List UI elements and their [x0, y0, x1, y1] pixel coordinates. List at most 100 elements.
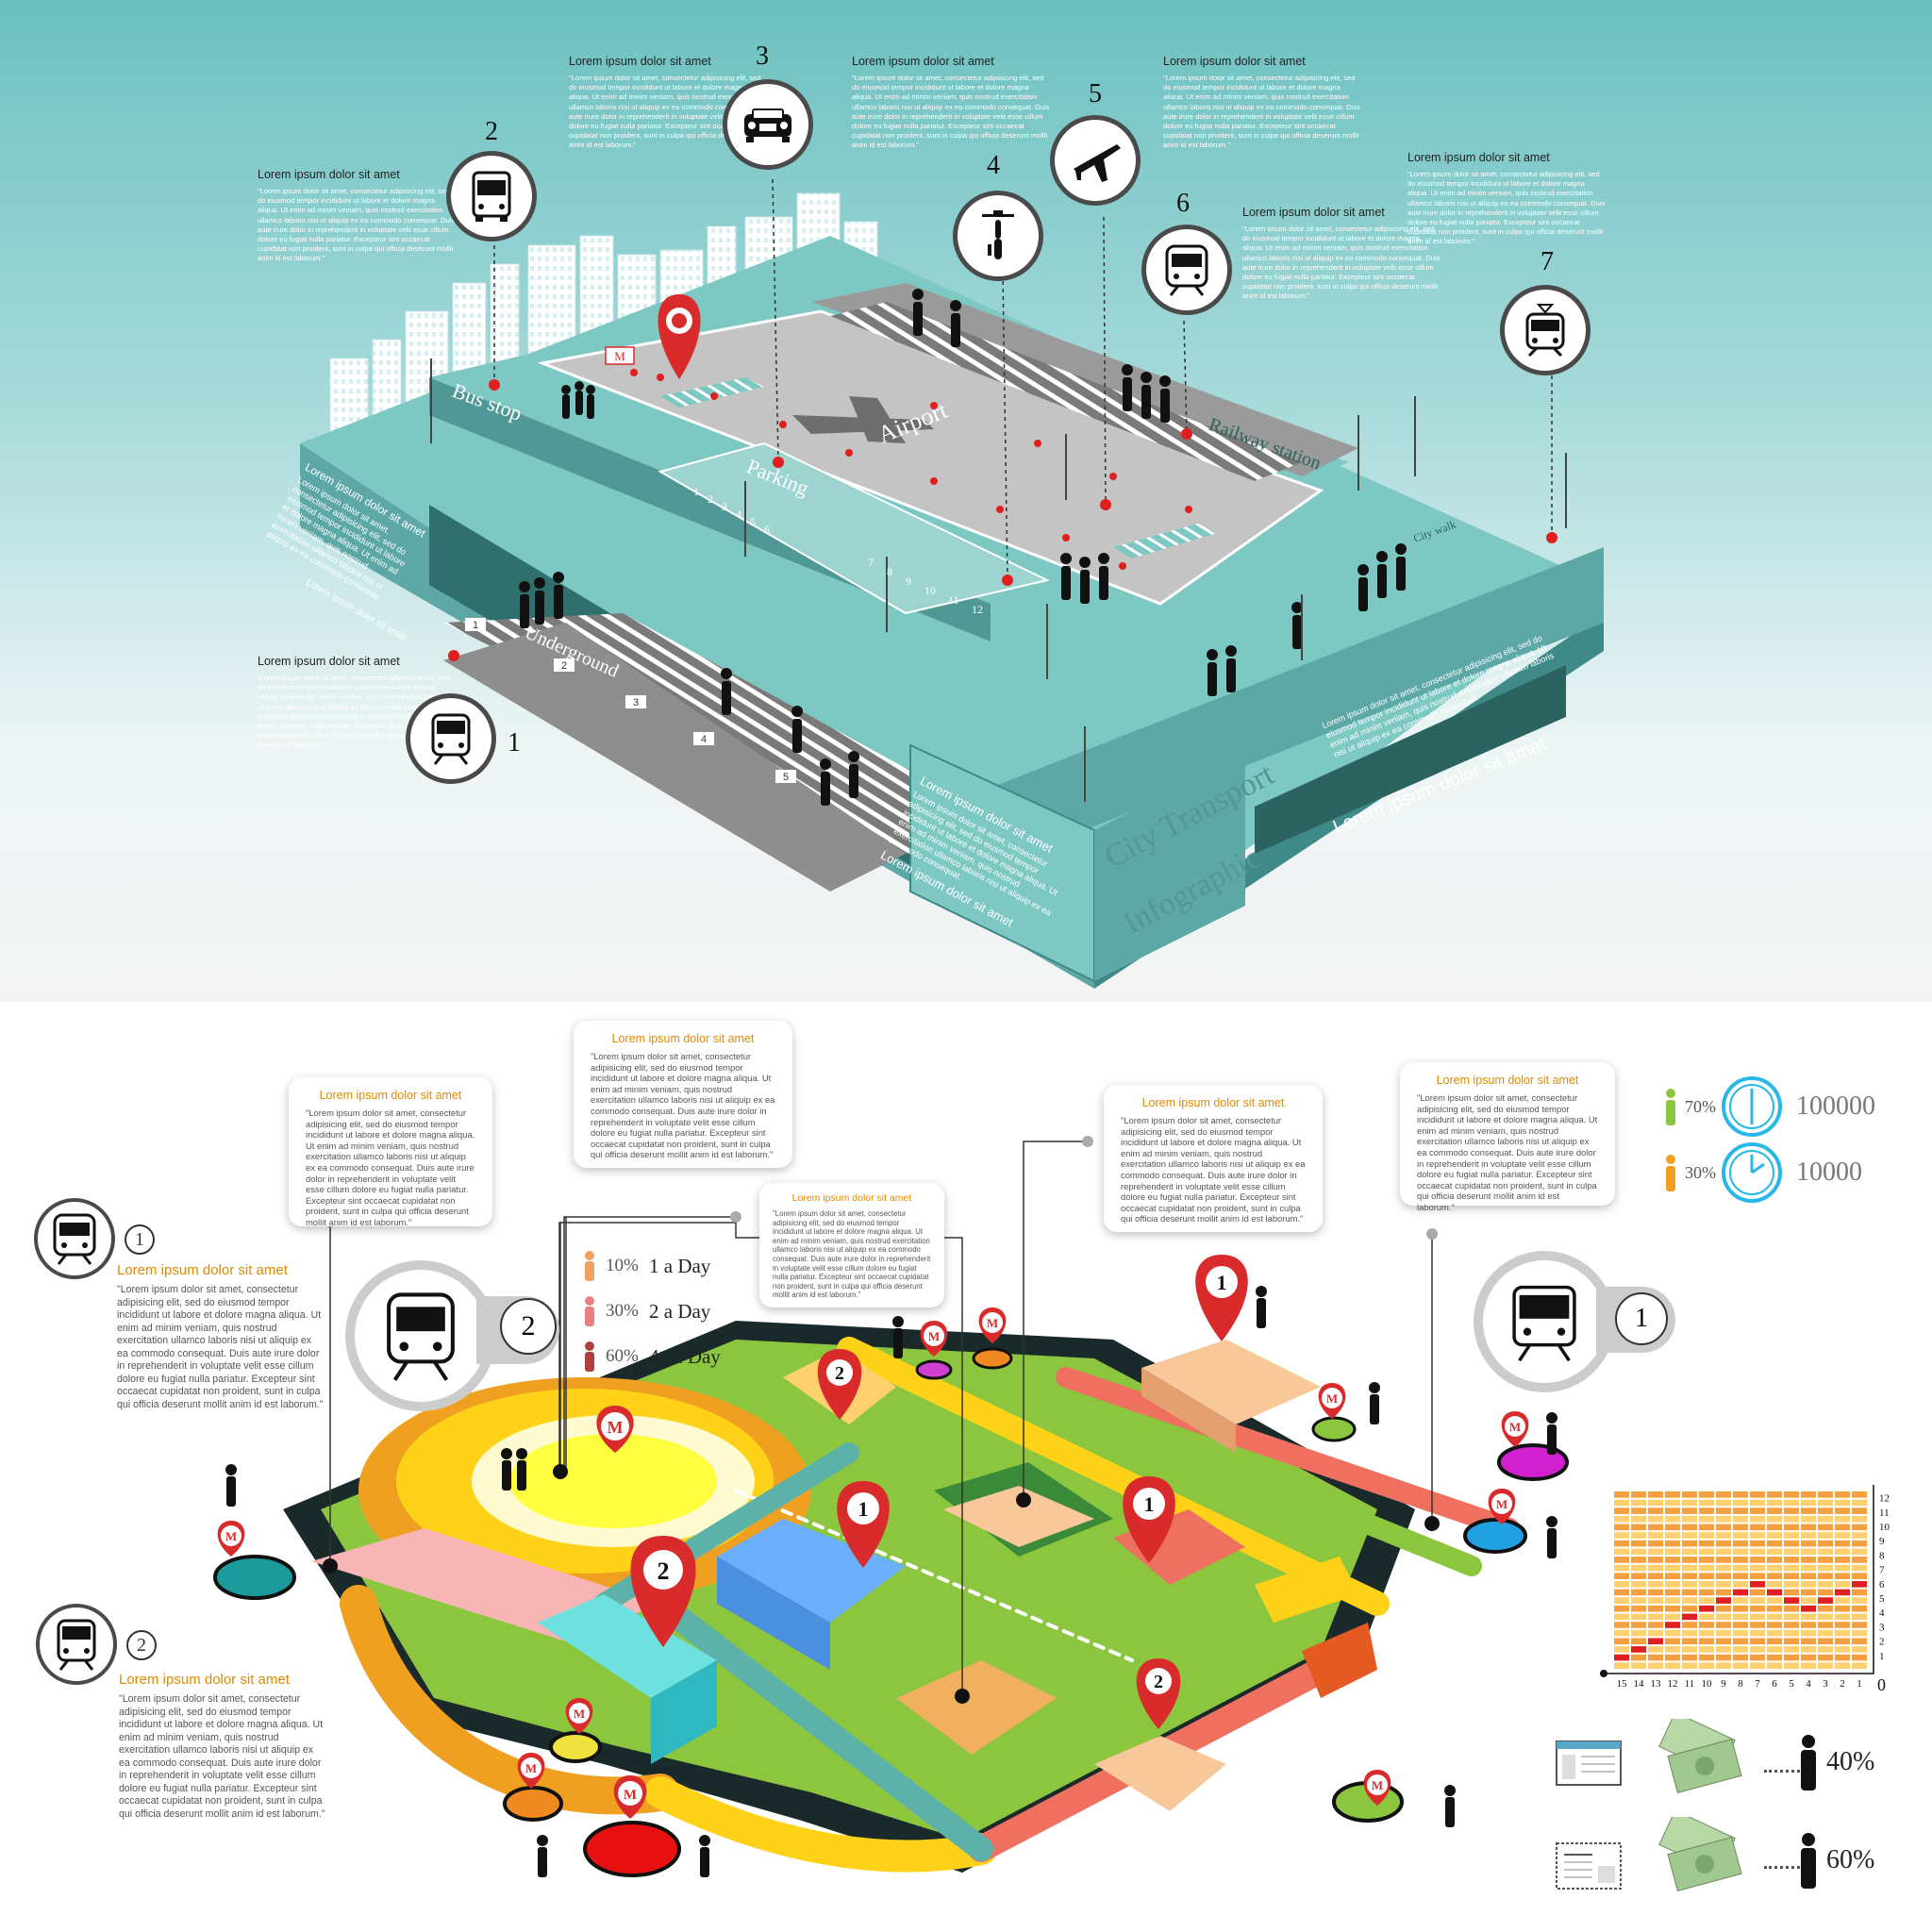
people-silhouettes — [519, 289, 1407, 806]
frequency-percent: 10% — [606, 1256, 639, 1275]
heatmap-cell — [1733, 1662, 1748, 1669]
orange-buildings-south — [896, 1660, 1057, 1755]
heatmap-cell — [1648, 1622, 1663, 1628]
svg-text:5: 5 — [750, 515, 756, 528]
street-lamps — [430, 358, 1567, 802]
heatmap-x-tick: 10 — [1702, 1678, 1713, 1690]
heatmap-cell — [1784, 1548, 1799, 1556]
svg-text:1: 1 — [693, 485, 699, 498]
side-note-heading: Lorem ipsum dolor sit amet — [119, 1672, 290, 1688]
parking-area — [658, 441, 1050, 615]
heatmap-cell — [1665, 1597, 1680, 1604]
heatmap-cell — [1665, 1499, 1680, 1507]
train-front-icon — [387, 1292, 455, 1381]
heatmap-cell — [1665, 1605, 1680, 1612]
rider-percent: 30% — [1685, 1162, 1716, 1182]
heatmap-cell-highlight — [1648, 1638, 1663, 1645]
heatmap-cell — [1818, 1564, 1833, 1572]
heatmap-cell — [1801, 1629, 1816, 1637]
heatmap-cell — [1648, 1524, 1663, 1531]
side-note-body: "Lorem ipsum dolor sit amet, consectetur… — [119, 1693, 325, 1820]
top-note-5: Lorem ipsum dolor sit amet "Lorem ipsum … — [1163, 55, 1361, 151]
heatmap-cell — [1682, 1646, 1697, 1653]
side-note-1: Lorem ipsum dolor sit amet "Lorem ipsum … — [117, 1262, 325, 1411]
heatmap-cell — [1614, 1589, 1629, 1596]
heatmap-cell — [1699, 1548, 1714, 1556]
heatmap-cell — [1631, 1662, 1646, 1669]
heatmap-cell — [1818, 1589, 1833, 1596]
heatmap-cell — [1801, 1613, 1816, 1621]
heatmap-cell — [1614, 1573, 1629, 1579]
heatmap-y-tick: 9 — [1879, 1536, 1885, 1547]
frequency-label: 1 a Day — [649, 1254, 711, 1277]
badge-number-left: 2 — [500, 1298, 557, 1355]
heatmap-cell — [1733, 1573, 1748, 1579]
heatmap-cell — [1716, 1646, 1731, 1653]
clock-icon — [1722, 1142, 1782, 1203]
heatmap-cell — [1716, 1491, 1731, 1498]
heatmap-cell — [1784, 1557, 1799, 1563]
heatmap-cell — [1852, 1573, 1867, 1579]
heatmap-cell — [1784, 1540, 1799, 1547]
runway-lights — [630, 369, 1192, 570]
rider-row: 70% 100000 — [1664, 1074, 1875, 1140]
heatmap-cell — [1784, 1573, 1799, 1579]
heatmap-cell — [1699, 1613, 1714, 1621]
heatmap-cell — [1767, 1638, 1782, 1645]
heatmap-cell — [1818, 1646, 1833, 1653]
top-note-6: Lorem ipsum dolor sit amet "Lorem ipsum … — [1242, 206, 1441, 302]
heatmap-cell — [1631, 1638, 1646, 1645]
heatmap-cell — [1801, 1662, 1816, 1669]
heatmap-cell — [1716, 1613, 1731, 1621]
svg-text:11: 11 — [948, 593, 959, 607]
rider-percent: 70% — [1685, 1096, 1716, 1116]
heatmap-cell — [1699, 1654, 1714, 1661]
heatmap-cell — [1716, 1581, 1731, 1588]
person-icon — [585, 1296, 594, 1326]
svg-text:2: 2 — [561, 660, 567, 672]
heatmap-cell — [1767, 1540, 1782, 1547]
heatmap-cell — [1614, 1515, 1629, 1523]
note-heading: Lorem ipsum dolor sit amet — [852, 55, 994, 68]
heatmap-cell — [1750, 1622, 1765, 1628]
heatmap-cell — [1852, 1564, 1867, 1572]
heatmap-cell — [1784, 1638, 1799, 1645]
rider-stats: 70% 100000 30% 10000 — [1664, 1074, 1875, 1206]
heatmap-cell — [1648, 1557, 1663, 1563]
card-heading: Lorem ipsum dolor sit amet — [611, 1032, 755, 1045]
side-number-1: 1 — [125, 1224, 155, 1255]
heatmap-cell — [1767, 1605, 1782, 1612]
svg-text:M: M — [608, 1418, 624, 1437]
heatmap-cell — [1767, 1548, 1782, 1556]
heatmap-cell — [1801, 1515, 1816, 1523]
heatmap-x-tick: 6 — [1772, 1678, 1777, 1690]
heatmap-cell — [1750, 1613, 1765, 1621]
map-people — [225, 1286, 1557, 1877]
heatmap-cell — [1614, 1581, 1629, 1588]
heatmap-cell — [1699, 1581, 1714, 1588]
heatmap-cell — [1699, 1622, 1714, 1628]
heatmap-cell — [1767, 1532, 1782, 1539]
heatmap-cell — [1750, 1646, 1765, 1653]
svg-text:2: 2 — [1154, 1672, 1163, 1692]
heatmap-cell — [1716, 1499, 1731, 1507]
person-icon — [1666, 1155, 1675, 1191]
note-body: "Lorem ipsum dolor sit amet, consectetur… — [852, 74, 1050, 150]
ticket-row-2 — [1555, 1841, 1623, 1895]
heatmap-cell — [1733, 1605, 1748, 1612]
note-body: "Lorem ipsum dolor sit amet, consectetur… — [258, 187, 456, 263]
heatmap-cell — [1716, 1524, 1731, 1531]
heatmap-cell — [1733, 1629, 1748, 1637]
heatmap-y-tick: 5 — [1879, 1593, 1885, 1605]
heatmap-cell — [1733, 1654, 1748, 1661]
heatmap-cell — [1818, 1515, 1833, 1523]
heatmap-cell — [1631, 1548, 1646, 1556]
heatmap-cell — [1750, 1507, 1765, 1514]
heatmap-cell — [1614, 1540, 1629, 1547]
heatmap-cell-highlight — [1699, 1605, 1714, 1612]
heatmap-cell — [1648, 1646, 1663, 1653]
heatmap-cell — [1852, 1499, 1867, 1507]
heatmap-cell-highlight — [1614, 1654, 1629, 1661]
heatmap-cell — [1733, 1564, 1748, 1572]
ticket-share-1: 40% — [1826, 1747, 1875, 1776]
